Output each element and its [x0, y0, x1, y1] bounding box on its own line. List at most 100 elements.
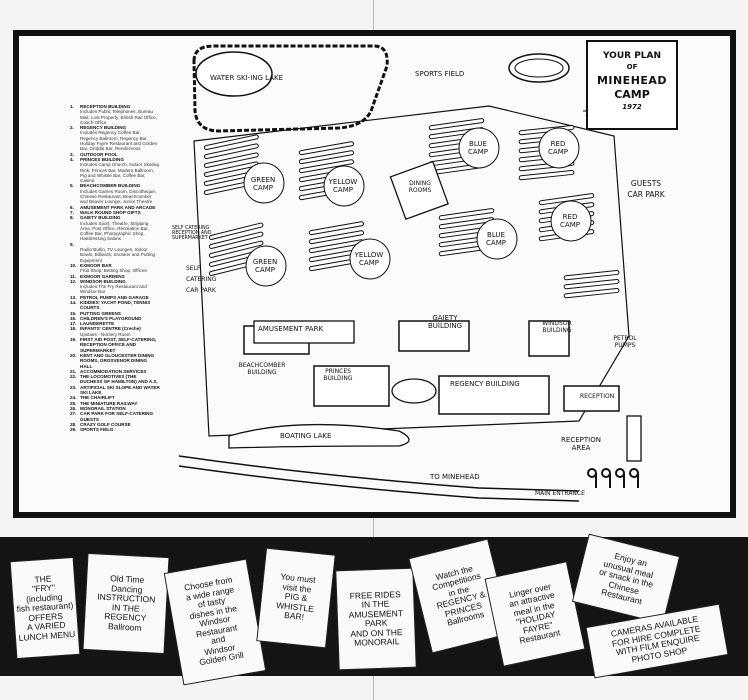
legend-number: 9.	[70, 241, 74, 247]
label-boating-lake: BOATING LAKE	[280, 432, 332, 440]
legend-number: 3.	[70, 151, 74, 157]
label-petrol-pumps: PETROL PUMPS	[613, 335, 637, 349]
legend-number: 18.	[70, 326, 77, 332]
legend-item: 26.MONORAIL STATION	[70, 406, 160, 411]
chalet-row	[208, 231, 264, 249]
legend-text: SPORTS FIELD	[80, 427, 114, 433]
legend-item: 4.PRINCES BUILDING	[70, 157, 160, 162]
label-gaiety-building: GAIETY BUILDING	[427, 314, 462, 330]
label-sports-field: SPORTS FIELD	[415, 70, 465, 78]
legend-text: ACCOMMODATION SERVICES	[80, 368, 147, 374]
legend-number: 24.	[70, 395, 77, 401]
legend-item: 5.BEACHCOMBER BUILDING	[70, 183, 160, 188]
legend-number: 8.	[70, 215, 74, 221]
label-amusement-park: AMUSEMENT PARK	[258, 325, 324, 333]
legend-text: REGENCY BUILDING	[80, 125, 127, 131]
legend-item: 28.CRAZY GOLF COURSE	[70, 422, 160, 427]
label-self-catering-car-park: SELF CATERING CAR PARK	[186, 265, 217, 294]
legend-item: 21.ACCOMMODATION SERVICES	[70, 369, 160, 374]
legend-number: 11.	[70, 273, 77, 279]
legend-subtext: Radio Butlin, TV Lounges, Indoor Bowls, …	[80, 247, 156, 263]
legend-text: CAR PARK FOR SELF-CATERING GUESTS	[80, 411, 154, 422]
legend-text: WINDSOR BUILDING	[80, 278, 126, 284]
promo-card-dancing: Old Time Dancing INSTRUCTION IN THE REGE…	[83, 553, 169, 654]
legend-number: 4.	[70, 156, 74, 162]
map-title-box: YOUR PLAN OF MINEHEAD CAMP 1972	[586, 40, 678, 130]
legend-number: 1.	[70, 104, 74, 109]
legend-text: INFANTS' CENTRE (Creche)	[80, 326, 141, 332]
legend-number: 28.	[70, 421, 77, 427]
legend-item: 19.FIRST AID POST, SELF-CATERING, RECEPT…	[70, 337, 160, 353]
legend-number: 2.	[70, 125, 74, 131]
promo-card-text: Linger over an attractive meal in the "H…	[508, 580, 562, 646]
legend-item: 2. REGENCY BUILDING	[70, 125, 160, 130]
legend-number: 22.	[70, 374, 77, 380]
legend-number: 15.	[70, 310, 77, 316]
promo-card-text: THE "FRY" (including fish restaurant) OF…	[16, 573, 76, 643]
promo-card-amusement: FREE RIDES IN THE AMUSEMENT PARK AND ON …	[336, 568, 416, 670]
legend-text: THE MINIATURE RAILWAY	[80, 400, 138, 406]
legend-item: 24.THE CHAIRLIFT	[70, 395, 160, 400]
label-red-camp-2: RED CAMP	[560, 213, 580, 229]
legend-text: KIDDIES' YACHT POND, TENNIS COURTS	[80, 299, 151, 311]
legend-subtext: Includes Camp Church, Indoor Skating Rin…	[80, 162, 159, 184]
chalet-row	[438, 208, 495, 221]
legend-item: 16.CHILDREN'S PLAYGROUND	[70, 316, 160, 321]
promo-card-text: Old Time Dancing INSTRUCTION IN THE REGE…	[97, 573, 156, 633]
label-to-minehead: TO MINEHEAD	[430, 473, 480, 481]
label-beachcomber: BEACHCOMBER BUILDING	[238, 362, 286, 376]
label-green-camp-2: GREEN CAMP	[252, 258, 278, 274]
legend-subtext: Includes Games Room, Discotheque, Chines…	[80, 188, 157, 205]
legend-number: 6.	[70, 204, 74, 210]
legend-number: 27.	[70, 411, 77, 417]
legend-number: 25.	[70, 400, 77, 406]
legend-number: 5.	[70, 183, 74, 189]
chalet-row	[428, 118, 485, 131]
promo-card-text: Enjoy an unusual meal or snack in the Ch…	[598, 550, 655, 607]
label-reception-area: RECEPTION AREA	[561, 436, 601, 452]
chalet-row	[203, 134, 259, 151]
legend-item: 14.KIDDIES' YACHT POND, TENNIS COURTS	[70, 300, 160, 311]
label-green-camp-1: GREEN CAMP	[250, 176, 276, 192]
legend-number: 12.	[70, 278, 77, 284]
title-year: 1972	[622, 103, 642, 111]
legend-subtext: Includes Sport, Theatre, Stripping Area,…	[80, 220, 149, 242]
legend-text: THE LOCOMOTIVES (THE DUCHESS OF HAMILTON…	[80, 374, 158, 385]
legend-item: 17.LAUNDERETTE	[70, 321, 160, 326]
legend-number: 29.	[70, 427, 77, 433]
chalet-row	[208, 240, 264, 258]
chalet-row	[518, 169, 575, 181]
promo-card-text: Choose from a wide range of tasty dishes…	[183, 574, 245, 668]
promo-card-text: You must visit the PIG & WHISTLE BAR!	[275, 571, 317, 623]
legend-item: 22.THE LOCOMOTIVES (THE DUCHESS OF HAMIL…	[70, 374, 160, 385]
legend-number: 16.	[70, 315, 77, 321]
legend-text: CRAZY GOLF COURSE	[80, 421, 131, 427]
chalet-row	[298, 159, 355, 174]
title-line-2: OF	[626, 63, 638, 71]
legend-item: 27.CAR PARK FOR SELF-CATERING GUESTS	[70, 411, 160, 422]
legend-number: 23.	[70, 384, 77, 390]
legend-text: ARTIFICIAL SKI SLOPE AND WATER SKI LAKE	[80, 384, 160, 396]
chalet-row	[563, 269, 620, 281]
legend-text: PUTTING GREENS	[80, 310, 121, 316]
legend-subtext: Fruit Shop, Betting Shop, Offices	[80, 268, 147, 274]
legend-item: 15.PUTTING GREENS	[70, 311, 160, 316]
label-reception: RECEPTION	[580, 393, 615, 400]
legend-item: 9.	[70, 242, 160, 247]
legend-subtext: Includes Regency Coffee Bar, Regency Bal…	[80, 130, 158, 152]
label-blue-camp-1: BLUE CAMP	[468, 140, 488, 156]
chalet-row	[563, 287, 620, 299]
chalet-row	[298, 150, 355, 165]
legend-item: 29.SPORTS FIELD	[70, 427, 160, 432]
legend-number: 10.	[70, 262, 77, 268]
label-guests-car-park: GUESTS CAR PARK	[627, 179, 665, 199]
legend-item: 10.EXMOOR BAR	[70, 263, 160, 268]
legend-subtext: Includes Public Telephones, Bureau Mail,…	[80, 109, 157, 125]
legend-text: MONORAIL STATION	[80, 405, 126, 411]
legend-item: 18.INFANTS' CENTRE (Creche)	[70, 326, 160, 331]
legend-text: AMUSEMENT PARK AND ARCADE	[80, 204, 156, 210]
promo-card-fry: THE "FRY" (including fish restaurant) OF…	[10, 557, 80, 659]
label-yellow-camp-1: YELLOW CAMP	[328, 178, 358, 194]
